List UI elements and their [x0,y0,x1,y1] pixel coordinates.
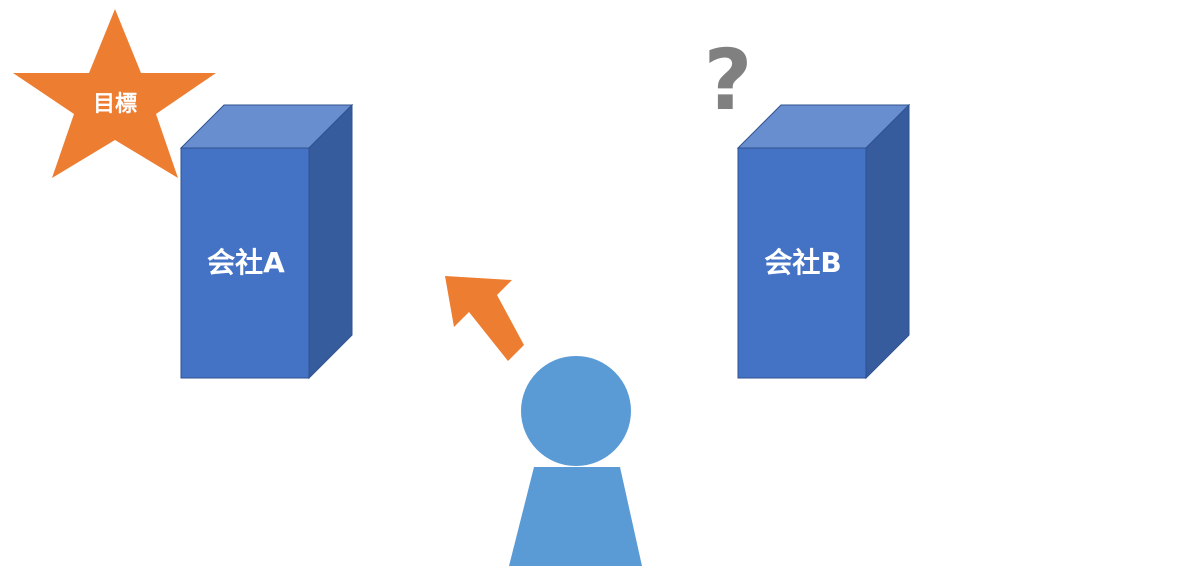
company-a-side-face [308,103,353,380]
person-head [521,356,631,466]
person-body [509,467,642,566]
company-a-front-face [180,147,310,379]
company-b-side-face [865,103,910,380]
person-icon [509,356,642,566]
company-b-front-face [737,147,867,379]
company-b-building [736,103,911,380]
company-a-building [179,103,354,380]
goal-label: 目標 [92,92,137,117]
question-mark-icon: ? [703,31,753,129]
arrow-up-left-icon [445,276,524,361]
company-a-label: 会社A [207,246,285,279]
company-b-label: 会社B [764,246,842,279]
goal-star-icon [13,9,216,178]
